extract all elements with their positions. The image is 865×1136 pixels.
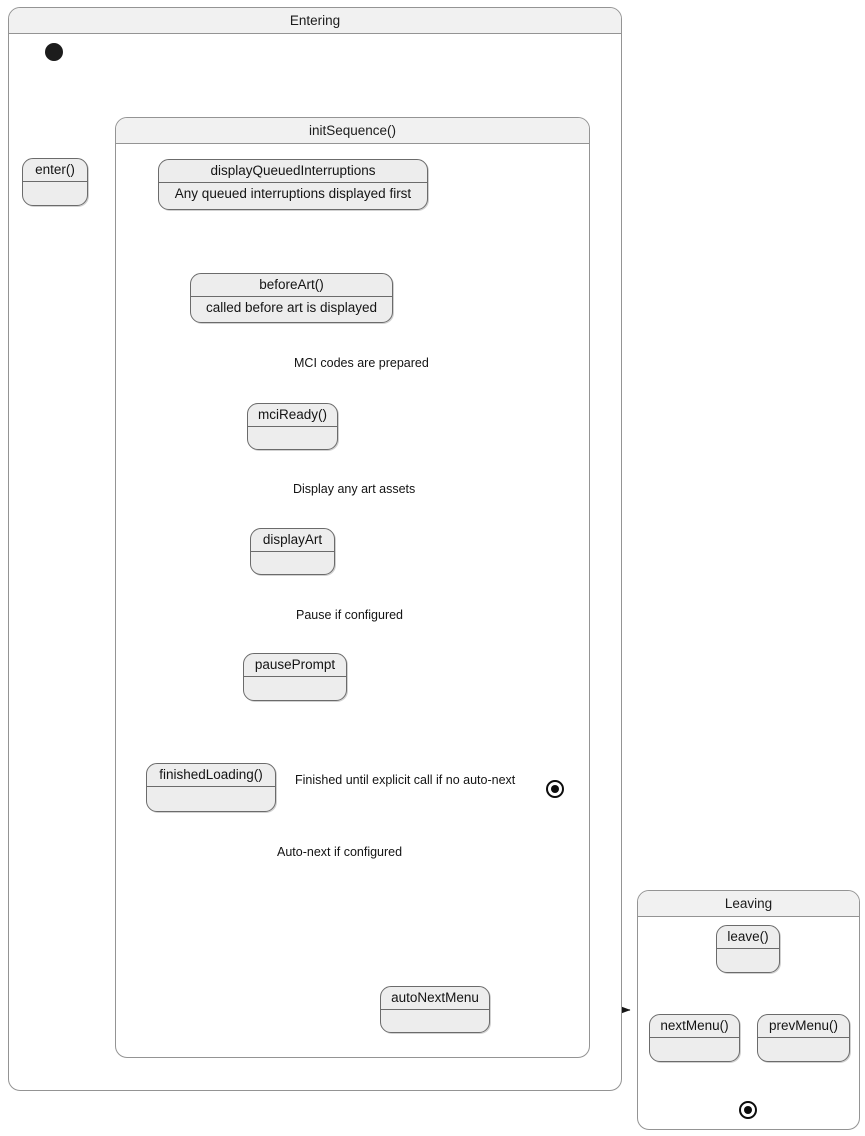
state-display-art[interactable]: displayArt [250, 528, 335, 575]
composite-state-leaving[interactable]: Leaving [637, 890, 860, 1130]
state-pause-prompt[interactable]: pausePrompt [243, 653, 347, 701]
state-pause-prompt-name: pausePrompt [244, 654, 346, 677]
state-next-menu-body [650, 1038, 739, 1060]
state-enter-body [23, 182, 87, 204]
final-state-node-leaving[interactable] [739, 1101, 757, 1119]
transition-label-pause-if-configured: Pause if configured [296, 608, 404, 622]
state-display-queued-interruptions[interactable]: displayQueuedInterruptions Any queued in… [158, 159, 428, 210]
state-display-art-body [251, 552, 334, 574]
transition-label-mci-codes-prepared: MCI codes are prepared [294, 356, 429, 370]
initial-state-node[interactable] [45, 43, 63, 61]
composite-state-entering-title: Entering [9, 8, 621, 34]
state-next-menu-name: nextMenu() [650, 1015, 739, 1038]
composite-state-leaving-title: Leaving [638, 891, 859, 917]
state-prev-menu-body [758, 1038, 849, 1060]
state-finished-loading-name: finishedLoading() [147, 764, 275, 787]
state-prev-menu-name: prevMenu() [758, 1015, 849, 1038]
state-display-queued-interruptions-body: Any queued interruptions displayed first [174, 186, 412, 201]
state-auto-next-menu[interactable]: autoNextMenu [380, 986, 490, 1033]
state-enter-name: enter() [23, 159, 87, 182]
state-prev-menu[interactable]: prevMenu() [757, 1014, 850, 1062]
transition-label-display-art-assets: Display any art assets [293, 482, 416, 496]
state-pause-prompt-body [244, 677, 346, 699]
state-before-art-body: called before art is displayed [205, 300, 378, 315]
state-finished-loading-body [147, 787, 275, 809]
state-enter[interactable]: enter() [22, 158, 88, 206]
state-finished-loading[interactable]: finishedLoading() [146, 763, 276, 812]
state-auto-next-menu-name: autoNextMenu [381, 987, 489, 1010]
state-leave-name: leave() [717, 926, 779, 949]
state-before-art[interactable]: beforeArt() called before art is display… [190, 273, 393, 323]
state-display-art-name: displayArt [251, 529, 334, 552]
final-state-node-entering[interactable] [546, 780, 564, 798]
transition-label-finished-until-explicit-call: Finished until explicit call if no auto-… [295, 773, 516, 787]
state-mci-ready-body [248, 427, 337, 449]
state-mci-ready-name: mciReady() [248, 404, 337, 427]
state-next-menu[interactable]: nextMenu() [649, 1014, 740, 1062]
state-before-art-name: beforeArt() [191, 274, 392, 297]
transition-label-auto-next-if-configured: Auto-next if configured [277, 845, 403, 859]
state-mci-ready[interactable]: mciReady() [247, 403, 338, 450]
state-display-queued-interruptions-name: displayQueuedInterruptions [159, 160, 427, 183]
composite-state-init-sequence-title: initSequence() [116, 118, 589, 144]
state-leave[interactable]: leave() [716, 925, 780, 973]
state-leave-body [717, 949, 779, 971]
state-auto-next-menu-body [381, 1010, 489, 1032]
composite-state-init-sequence[interactable]: initSequence() [115, 117, 590, 1058]
